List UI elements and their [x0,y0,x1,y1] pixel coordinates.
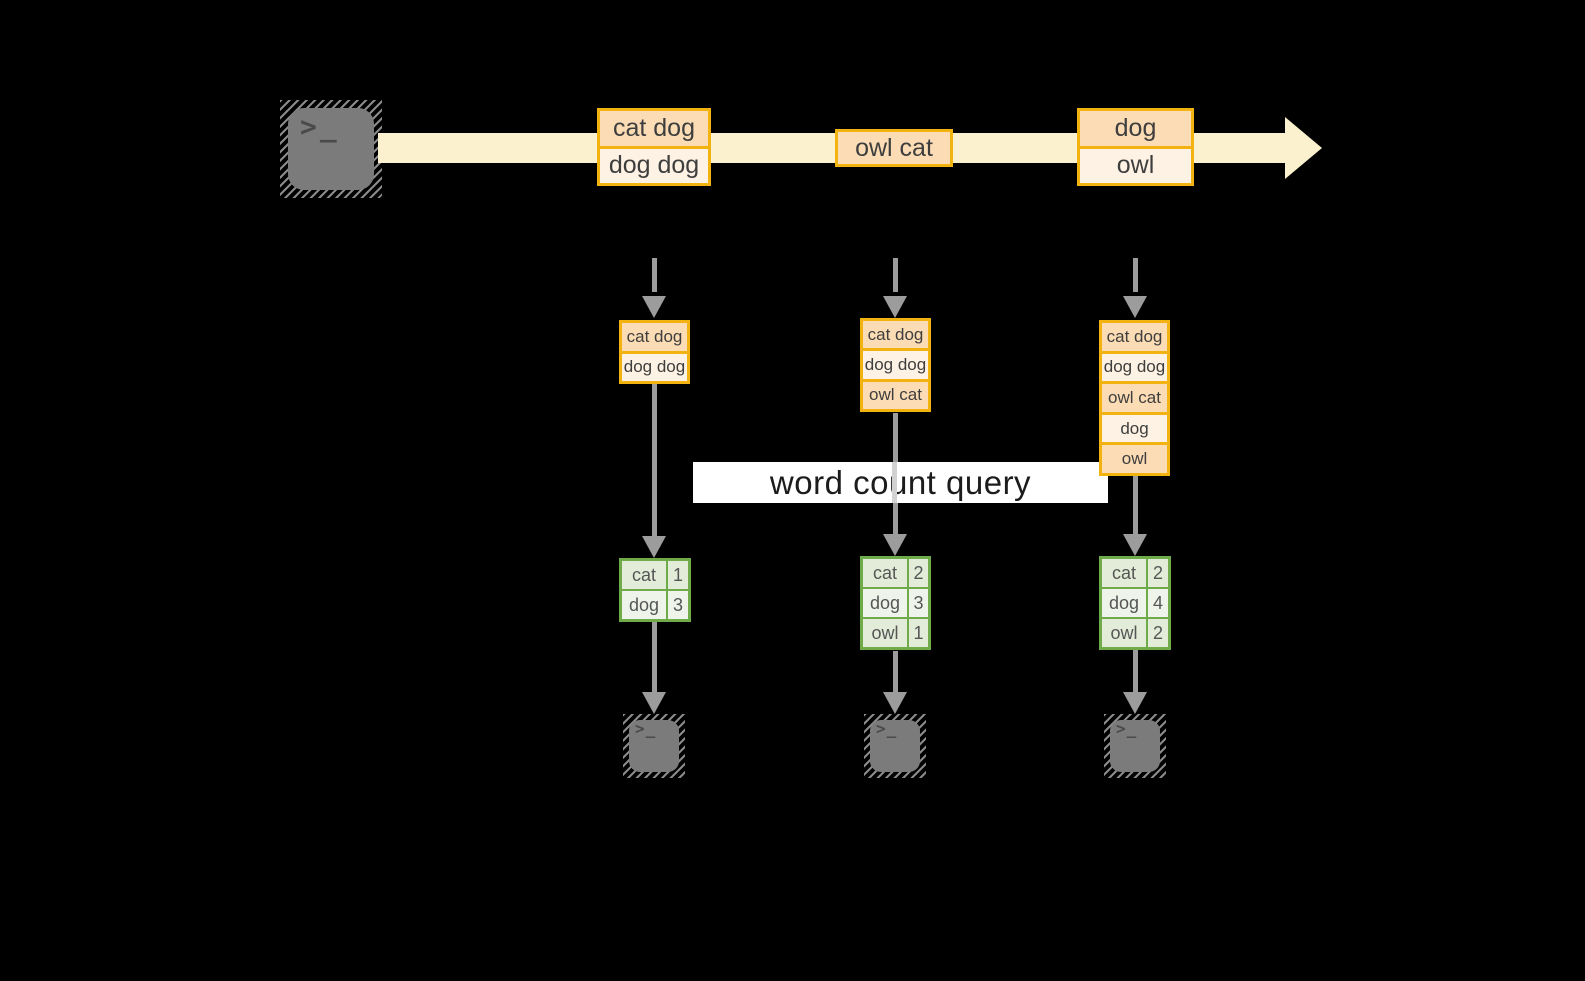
terminal-prompt-icon: >_ [876,719,898,738]
dashed-arrow-3 [1123,258,1147,320]
terminal-body [288,108,374,190]
batch-cell: cat dog [600,111,708,146]
sink-arrow-2 [883,651,907,714]
arrow-dash [651,258,657,292]
arrow-shaft [892,651,898,692]
count-cell: 3 [909,589,928,617]
count-cell: 2 [909,559,928,587]
batch-cell: owl [1080,148,1191,183]
result-table-2: cat 2 dog 3 owl 1 [860,556,931,650]
word-cell: cat [622,561,666,589]
result-table-1: cat 1 dog 3 [619,558,691,622]
count-cell: 1 [668,561,688,589]
state-cell: owl cat [863,381,928,409]
state-cell: cat dog [863,321,928,349]
word-cell: owl [1102,619,1146,647]
dashed-arrow-2 [883,258,907,320]
count-cell: 4 [1148,589,1168,617]
count-cell: 2 [1148,559,1168,587]
word-cell: cat [1102,559,1146,587]
arrow-dash [1132,258,1138,292]
count-cell: 1 [909,619,928,647]
batch-cell: dog dog [600,148,708,183]
stream-batch-3: dog owl [1077,108,1194,186]
arrow-head-icon [1123,692,1147,714]
terminal-prompt-icon: >_ [635,719,657,738]
batch-cell: dog [1080,111,1191,146]
arrow-head-icon [883,296,907,318]
arrow-shaft [1132,650,1138,692]
state-cell: dog dog [863,351,928,379]
state-cell: cat dog [622,323,687,351]
arrow-shaft [1132,476,1138,534]
arrow-head-icon [1123,296,1147,318]
state-cell: dog dog [1102,353,1167,382]
word-cell: dog [863,589,907,617]
dashed-arrow-1 [642,258,666,320]
state-stack-2: cat dog dog dog owl cat [860,318,931,412]
arrow-head-icon [642,296,666,318]
stream-timeline-arrowhead-icon [1285,117,1322,179]
arrow-head-icon [883,692,907,714]
arrow-shaft [651,622,657,692]
arrow-through-query-box [892,462,897,503]
state-cell: owl [1102,445,1167,473]
sink-arrow-1 [642,622,666,714]
arrow-shaft [651,384,657,536]
arrow-head-icon [642,536,666,558]
arrow-dash [892,258,898,292]
sink-arrow-3 [1123,650,1147,714]
state-cell: owl cat [1102,384,1167,412]
result-table-3: cat 2 dog 4 owl 2 [1099,556,1171,650]
terminal-prompt-icon: >_ [300,110,340,143]
batch-cell: owl cat [838,132,950,164]
terminal-source-icon: >_ [280,100,382,198]
count-cell: 2 [1148,619,1168,647]
word-cell: owl [863,619,907,647]
arrow-head-icon [883,534,907,556]
terminal-sink-icon-2: >_ [864,714,926,778]
state-stack-1: cat dog dog dog [619,320,690,384]
count-cell: 3 [668,591,688,619]
stream-batch-2: owl cat [835,129,953,167]
terminal-body [870,720,920,772]
state-cell: dog dog [622,353,687,381]
state-stack-3: cat dog dog dog owl cat dog owl [1099,320,1170,476]
state-cell: cat dog [1102,323,1167,351]
terminal-sink-icon-1: >_ [623,714,685,778]
query-arrow-3 [1123,476,1147,556]
terminal-body [1110,720,1160,772]
word-cell: dog [622,591,666,619]
query-arrow-1 [642,384,666,558]
arrow-head-icon [642,692,666,714]
query-label-box: word count query [693,462,1108,503]
word-cell: dog [1102,589,1146,617]
terminal-prompt-icon: >_ [1116,719,1138,738]
state-cell: dog [1102,414,1167,443]
terminal-sink-icon-3: >_ [1104,714,1166,778]
word-cell: cat [863,559,907,587]
terminal-body [629,720,679,772]
arrow-head-icon [1123,534,1147,556]
stream-batch-1: cat dog dog dog [597,108,711,186]
